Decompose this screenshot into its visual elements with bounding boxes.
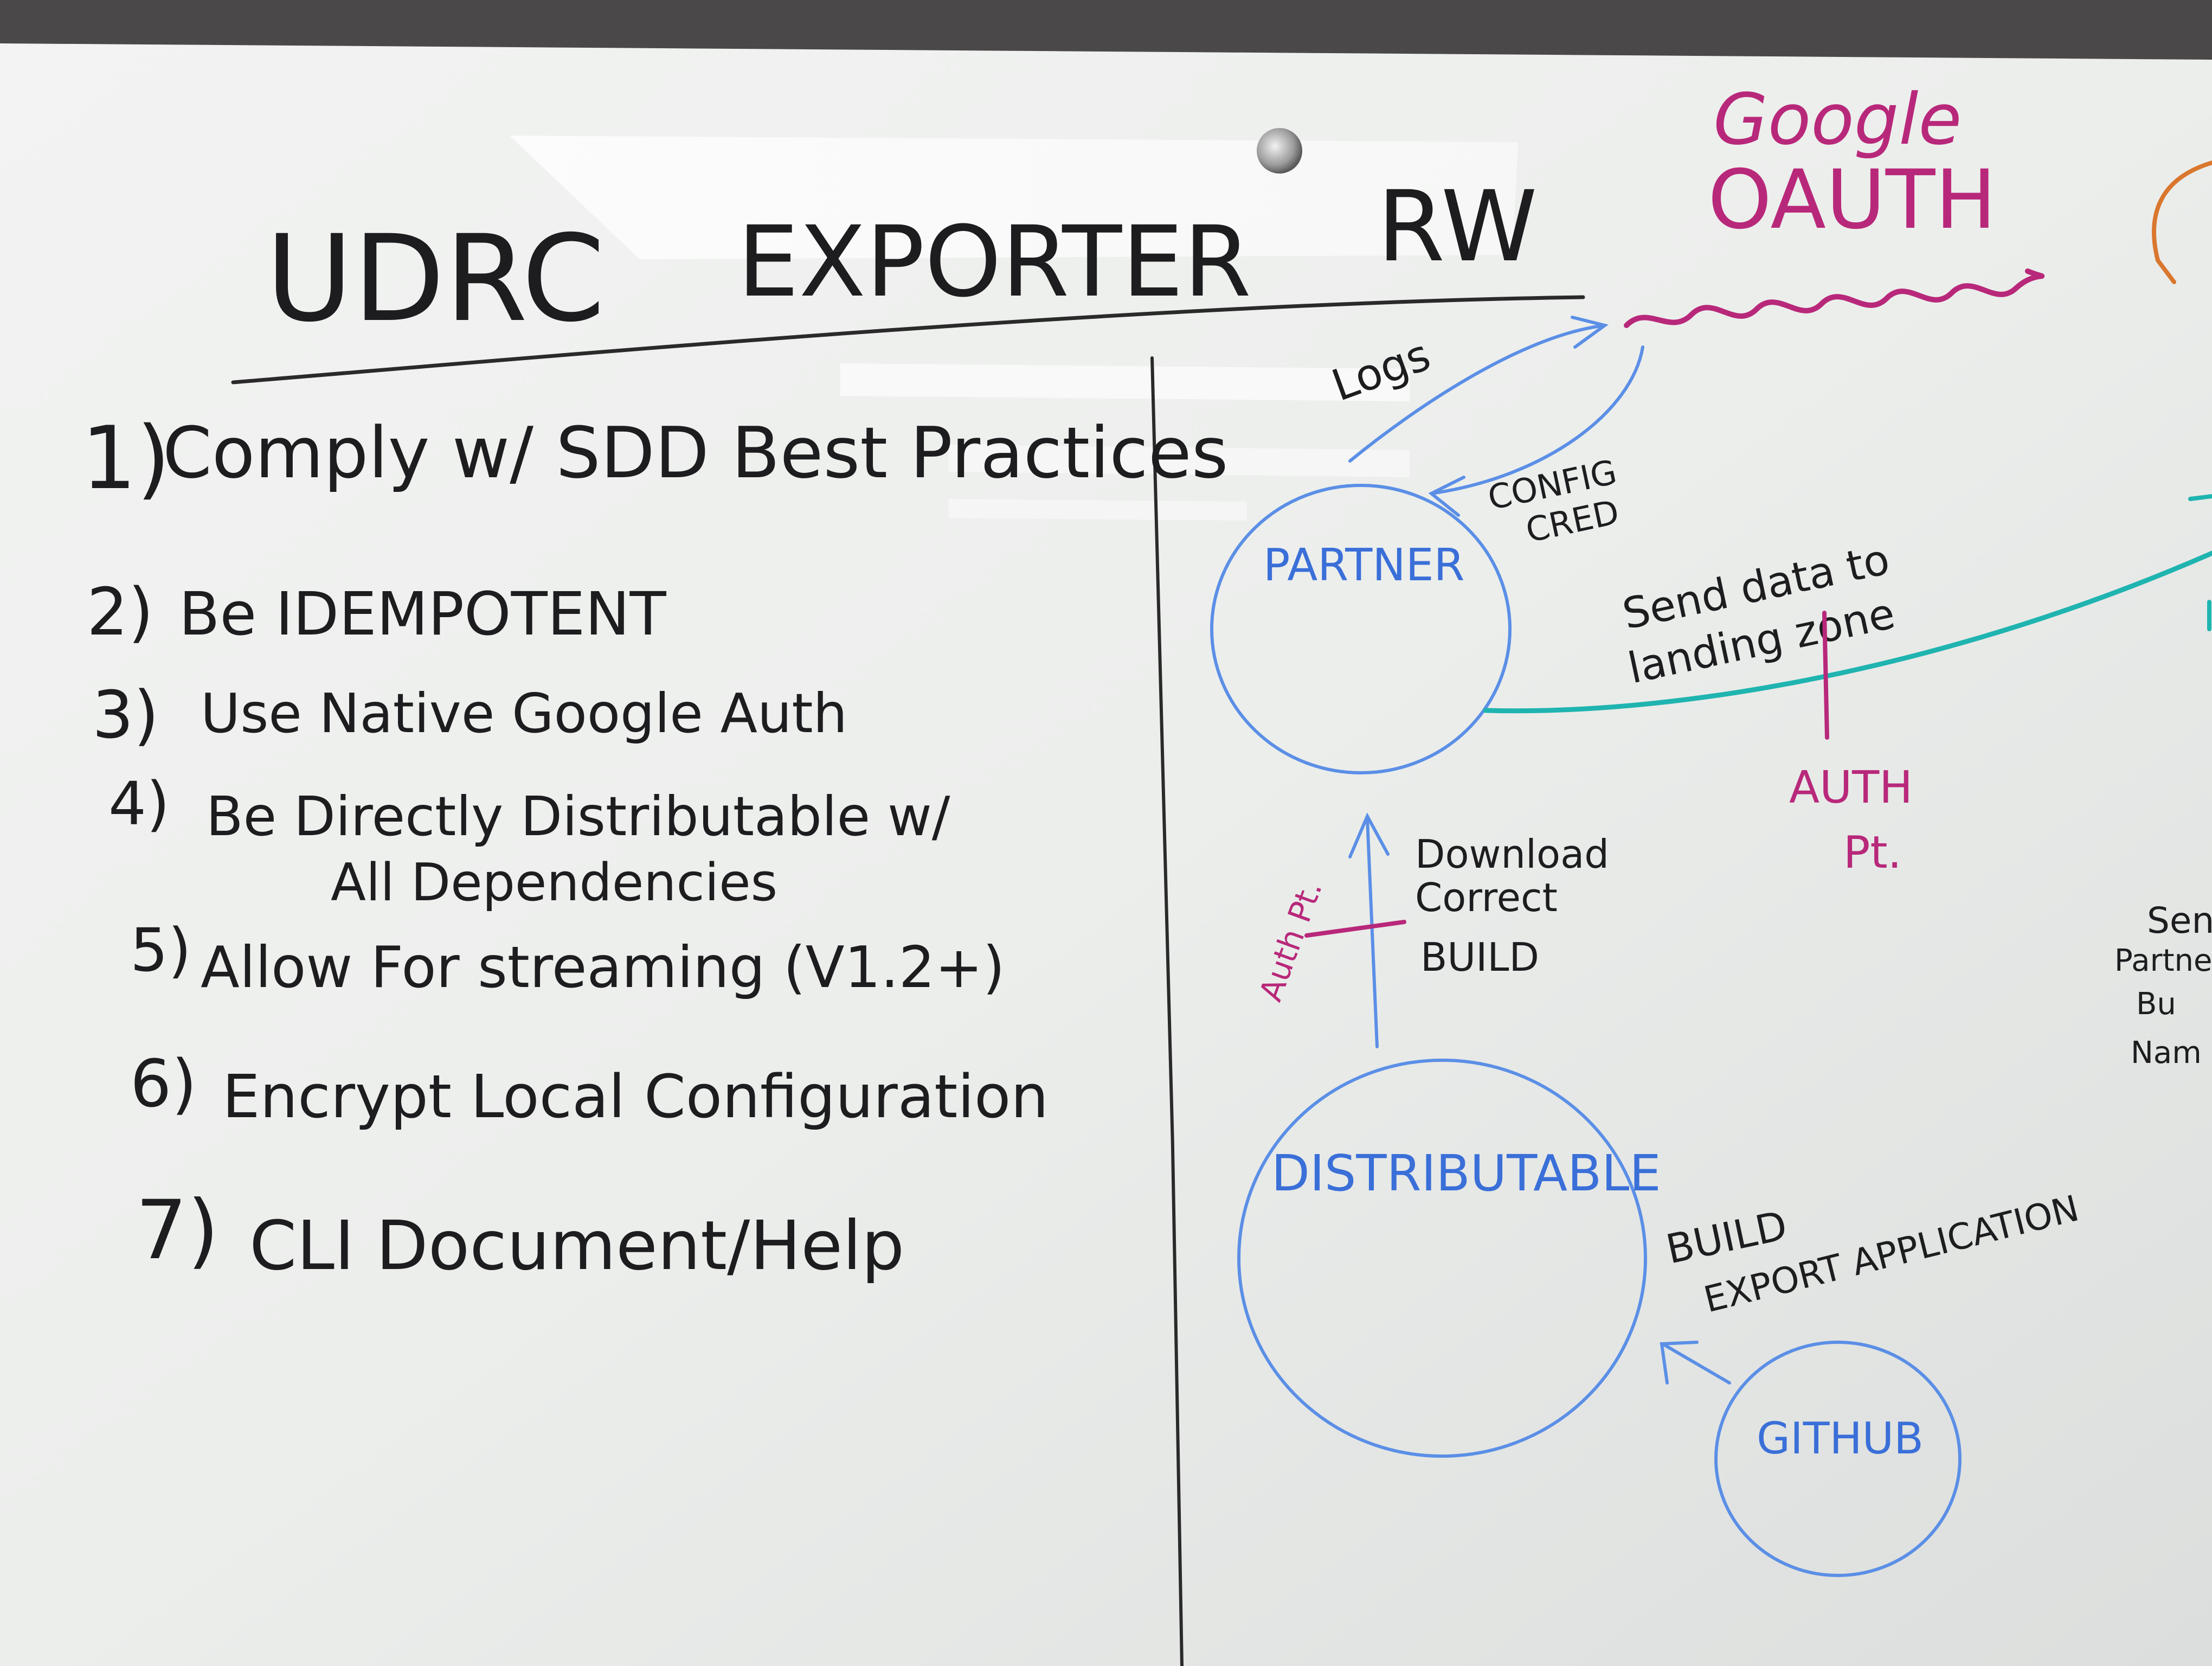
download-arrowhead (1348, 812, 1390, 858)
req-4-text: Be Directly Distributable w/ (206, 785, 950, 848)
auth-pt-line (1822, 611, 1829, 740)
light-reflection (949, 499, 1247, 521)
req-2-number: 2) (87, 575, 153, 650)
github-arrowhead (1660, 1341, 1699, 1385)
distributable-label: DISTRIBUTABLE (1271, 1144, 1661, 1202)
req-5-number: 5) (130, 915, 191, 985)
auth-pt-label-2: Pt. (1843, 827, 1902, 879)
edge-text-3: Bu (2136, 986, 2176, 1022)
req-4-text-line2: All Dependencies (331, 853, 777, 913)
config-arrow (1430, 345, 1644, 495)
auth-pt-label: AUTH (1789, 762, 1913, 813)
edge-text-1: Sen (2147, 900, 2212, 941)
auth-pt-small-line (1304, 920, 1406, 938)
config-arrowhead (1428, 476, 1465, 517)
light-reflection (840, 363, 1410, 401)
req-3-text: Use Native Google Auth (201, 682, 847, 745)
req-7-number: 7) (136, 1183, 219, 1278)
logs-arrowhead (1571, 316, 1609, 349)
github-circle (1714, 1341, 1962, 1577)
correct-label: Correct (1415, 875, 1558, 920)
req-7-text: CLI Document/Help (249, 1207, 904, 1285)
google-label: Google (1713, 78, 1962, 161)
req-6-number: 6) (130, 1047, 197, 1122)
edge-text-2: Partne (2114, 943, 2212, 978)
title-rw: RW (1377, 170, 1538, 284)
oauth-label: OAUTH (1708, 153, 1996, 247)
title-udrc: UDRC (266, 209, 605, 348)
edge-text-4: Nam (2131, 1035, 2202, 1071)
req-1-text: Comply w/ SDD Best Practices (163, 412, 1229, 494)
req-1-number: 1) (81, 407, 170, 509)
title-underline (231, 295, 1585, 385)
github-arrow (1663, 1343, 1731, 1385)
download-label: Download (1415, 831, 1609, 877)
download-arrow (1366, 817, 1379, 1048)
divider-line (1150, 356, 1184, 1666)
title-exporter: EXPORTER (737, 206, 1251, 319)
partner-label: PARTNER (1263, 540, 1465, 591)
github-label: GITHUB (1757, 1413, 1924, 1464)
distributable-circle (1237, 1059, 1647, 1458)
board-surface (0, 43, 2212, 1666)
partner-circle (1210, 484, 1512, 774)
teal-mark-partial (2188, 494, 2212, 501)
oauth-underline (1624, 268, 2045, 328)
logs-arrow (1348, 324, 1606, 463)
build-label: BUILD (1420, 934, 1539, 980)
req-6-text: Encrypt Local Configuration (222, 1062, 1049, 1131)
orange-arrow-partial (2152, 161, 2212, 284)
requirements-list: 1) Comply w/ SDD Best Practices 2) Be ID… (81, 407, 1229, 1285)
wall-background (0, 0, 2212, 54)
req-2-text: Be IDEMPOTENT (179, 579, 667, 649)
req-4-number: 4) (108, 769, 170, 838)
mounting-knob (1257, 128, 1302, 174)
req-5-text: Allow For streaming (V1.2+) (201, 934, 1005, 1001)
req-3-number: 3) (92, 678, 159, 753)
light-reflection (949, 445, 1410, 477)
